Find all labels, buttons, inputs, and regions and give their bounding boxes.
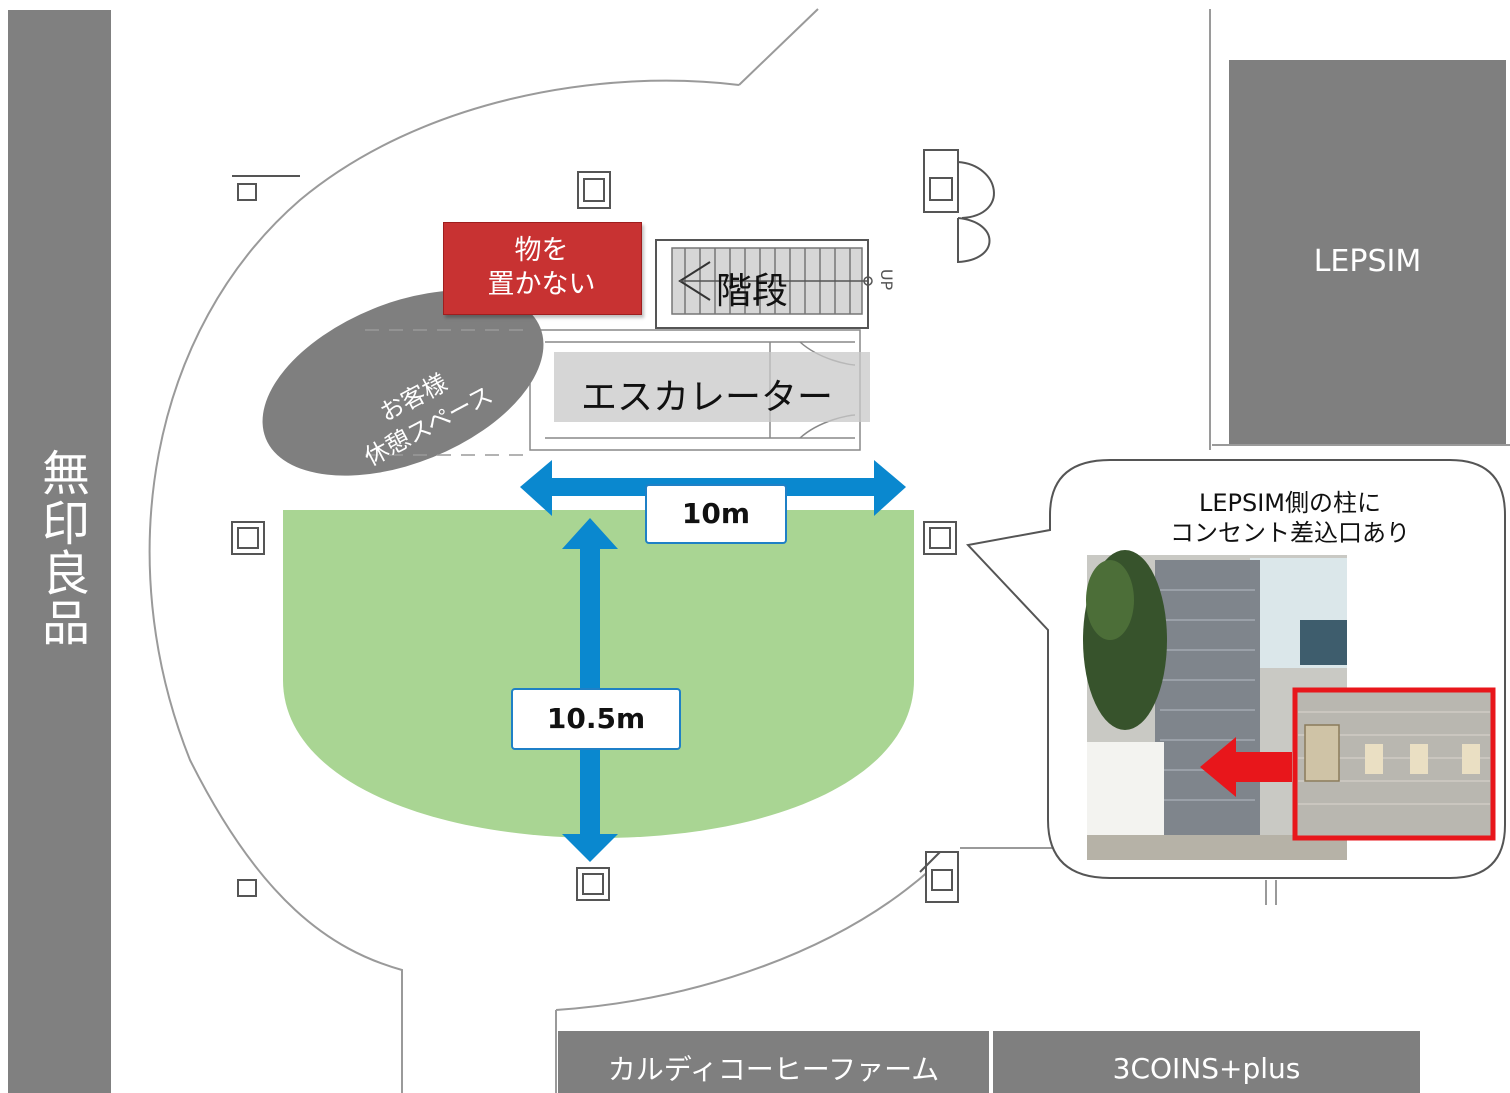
rest-area	[262, 290, 544, 476]
store-kaldi-block	[558, 1031, 989, 1093]
store-label-lepsim: LEPSIM	[1313, 244, 1422, 279]
store-label-kaldi: カルディコーヒーファーム	[607, 1053, 940, 1086]
pillar	[577, 171, 611, 209]
escalator-label: エスカレーター	[581, 377, 834, 418]
outlet-pointer-arrow	[1200, 737, 1292, 797]
store-lepsim-block	[1229, 60, 1506, 444]
stairs	[655, 239, 873, 329]
store-3coins-block	[993, 1031, 1420, 1093]
store-label-3coins: 3COINS+plus	[1112, 1052, 1301, 1085]
pillar	[237, 879, 257, 897]
pillar	[576, 867, 610, 901]
up-sign: UP	[877, 268, 897, 291]
store-label-muji: 無印良品	[33, 448, 89, 648]
pillar-outlet-photo	[1083, 550, 1496, 860]
pillar	[231, 521, 265, 555]
keep-clear-box	[443, 222, 642, 315]
escalator-label-bg	[554, 352, 870, 422]
width-dimension-label: 10m	[645, 484, 787, 544]
pillar	[237, 183, 257, 201]
keep-clear-label: 物を 置かない	[487, 235, 596, 300]
inner-wall-bottom	[555, 869, 931, 1093]
callout-text: LEPSIM側の柱に コンセント差込口あり	[1170, 489, 1410, 547]
outer-wall-right	[1209, 9, 1510, 450]
stairs-label: 階段	[716, 271, 789, 312]
outer-wall	[148, 8, 819, 1093]
pillars	[231, 149, 995, 903]
depth-dimension-label: 10.5m	[511, 688, 681, 750]
pillar	[923, 521, 957, 555]
pillar	[925, 851, 959, 903]
store-muji-block	[8, 10, 111, 1093]
